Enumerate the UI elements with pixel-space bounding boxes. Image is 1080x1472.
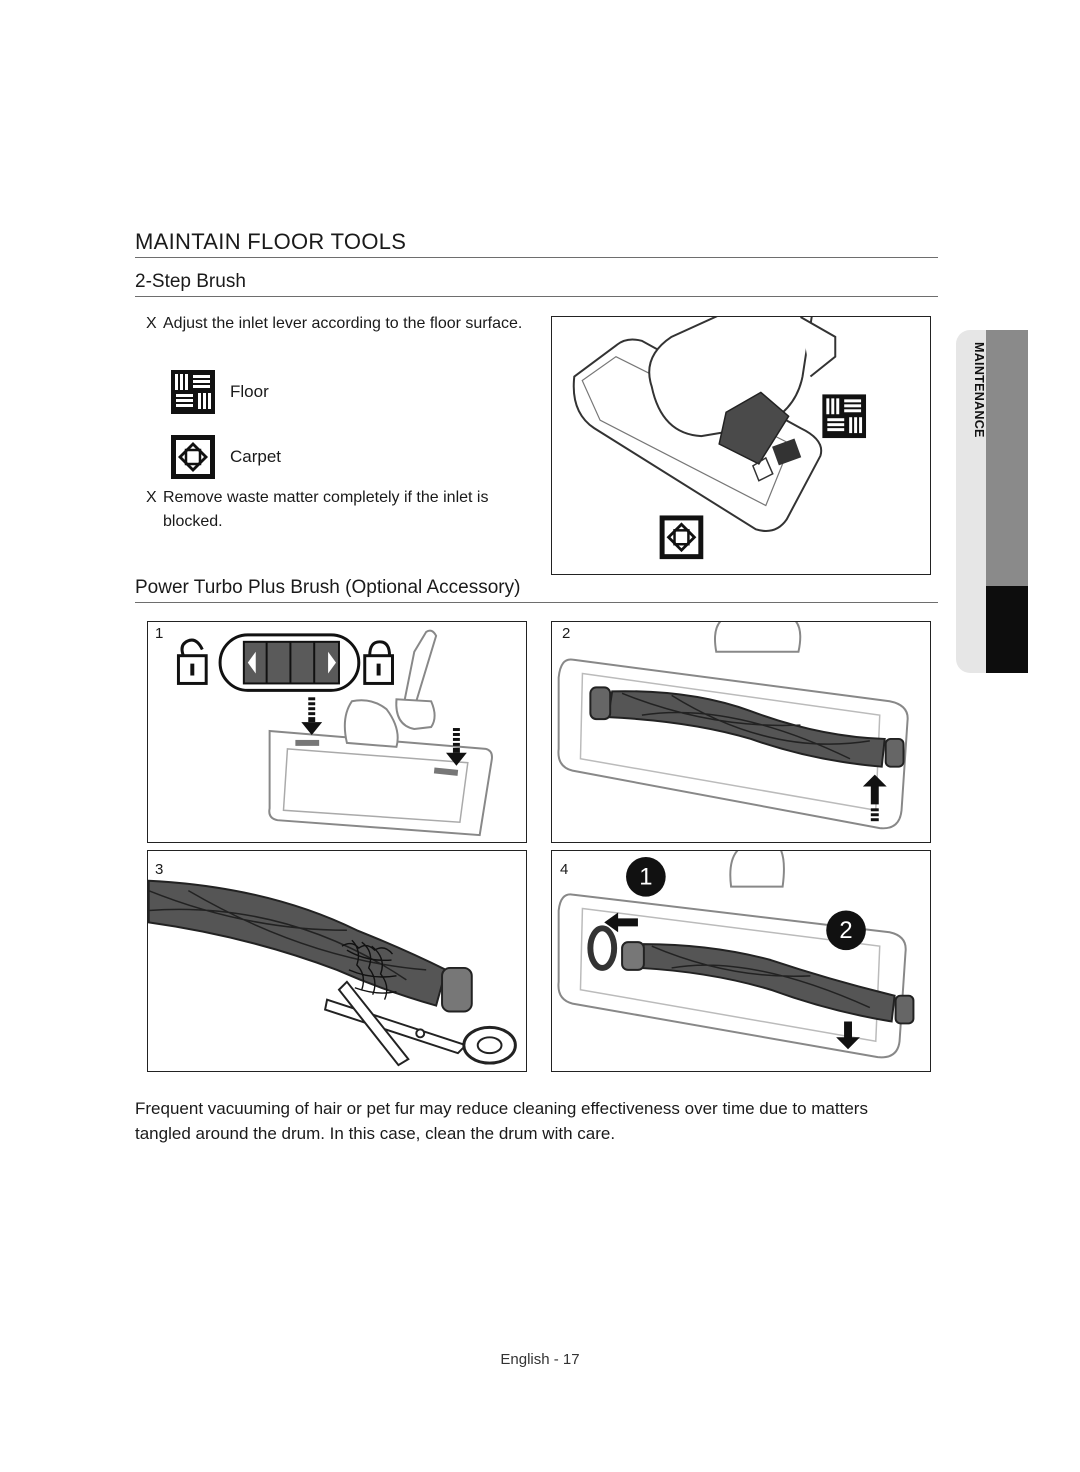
tab-strip-active bbox=[986, 586, 1028, 673]
legend-floor: Floor bbox=[170, 369, 269, 415]
step-number: 3 bbox=[155, 861, 164, 878]
bullet-marker: X bbox=[146, 489, 157, 506]
bullet-text: Adjust the inlet lever according to the … bbox=[163, 315, 523, 332]
bullet-text: Remove waste matter completely if the in… bbox=[163, 489, 489, 530]
bullet-marker: X bbox=[146, 315, 157, 332]
step-1-panel: 1 bbox=[147, 621, 527, 843]
power-turbo-divider bbox=[135, 602, 938, 603]
step-2-panel: 2 bbox=[551, 621, 931, 843]
title-divider bbox=[135, 257, 938, 258]
side-tab-label: MAINTENANCE bbox=[972, 342, 986, 438]
maintenance-note: Frequent vacuuming of hair or pet fur ma… bbox=[135, 1099, 868, 1143]
legend-label: Floor bbox=[230, 382, 269, 401]
legend-label: Carpet bbox=[230, 447, 282, 466]
instruction-bullet-1: X Adjust the inlet lever according to th… bbox=[146, 312, 531, 336]
floor-pattern-icon bbox=[171, 370, 215, 414]
step-4-panel: 1 2 4 bbox=[551, 850, 931, 1072]
callout-2: 2 bbox=[839, 917, 852, 944]
step-3-panel: 3 bbox=[147, 850, 527, 1072]
step-number: 1 bbox=[155, 625, 164, 642]
legend-carpet: Carpet bbox=[170, 434, 281, 480]
power-turbo-title: Power Turbo Plus Brush (Optional Accesso… bbox=[135, 577, 521, 598]
two-step-divider bbox=[135, 296, 938, 297]
step-number: 2 bbox=[562, 625, 571, 642]
instruction-bullet-2: X Remove waste matter completely if the … bbox=[146, 486, 531, 534]
page-footer: English - 17 bbox=[500, 1351, 580, 1368]
page-title: MAINTAIN FLOOR TOOLS bbox=[135, 229, 407, 254]
callout-1: 1 bbox=[639, 864, 652, 891]
side-tab-maintenance: MAINTENANCE bbox=[956, 330, 1028, 673]
tab-strip bbox=[986, 330, 1028, 586]
step-number: 4 bbox=[560, 861, 569, 878]
carpet-pattern-icon bbox=[171, 435, 215, 479]
two-step-brush-title: 2-Step Brush bbox=[135, 271, 246, 292]
two-step-brush-illustration bbox=[551, 316, 931, 575]
